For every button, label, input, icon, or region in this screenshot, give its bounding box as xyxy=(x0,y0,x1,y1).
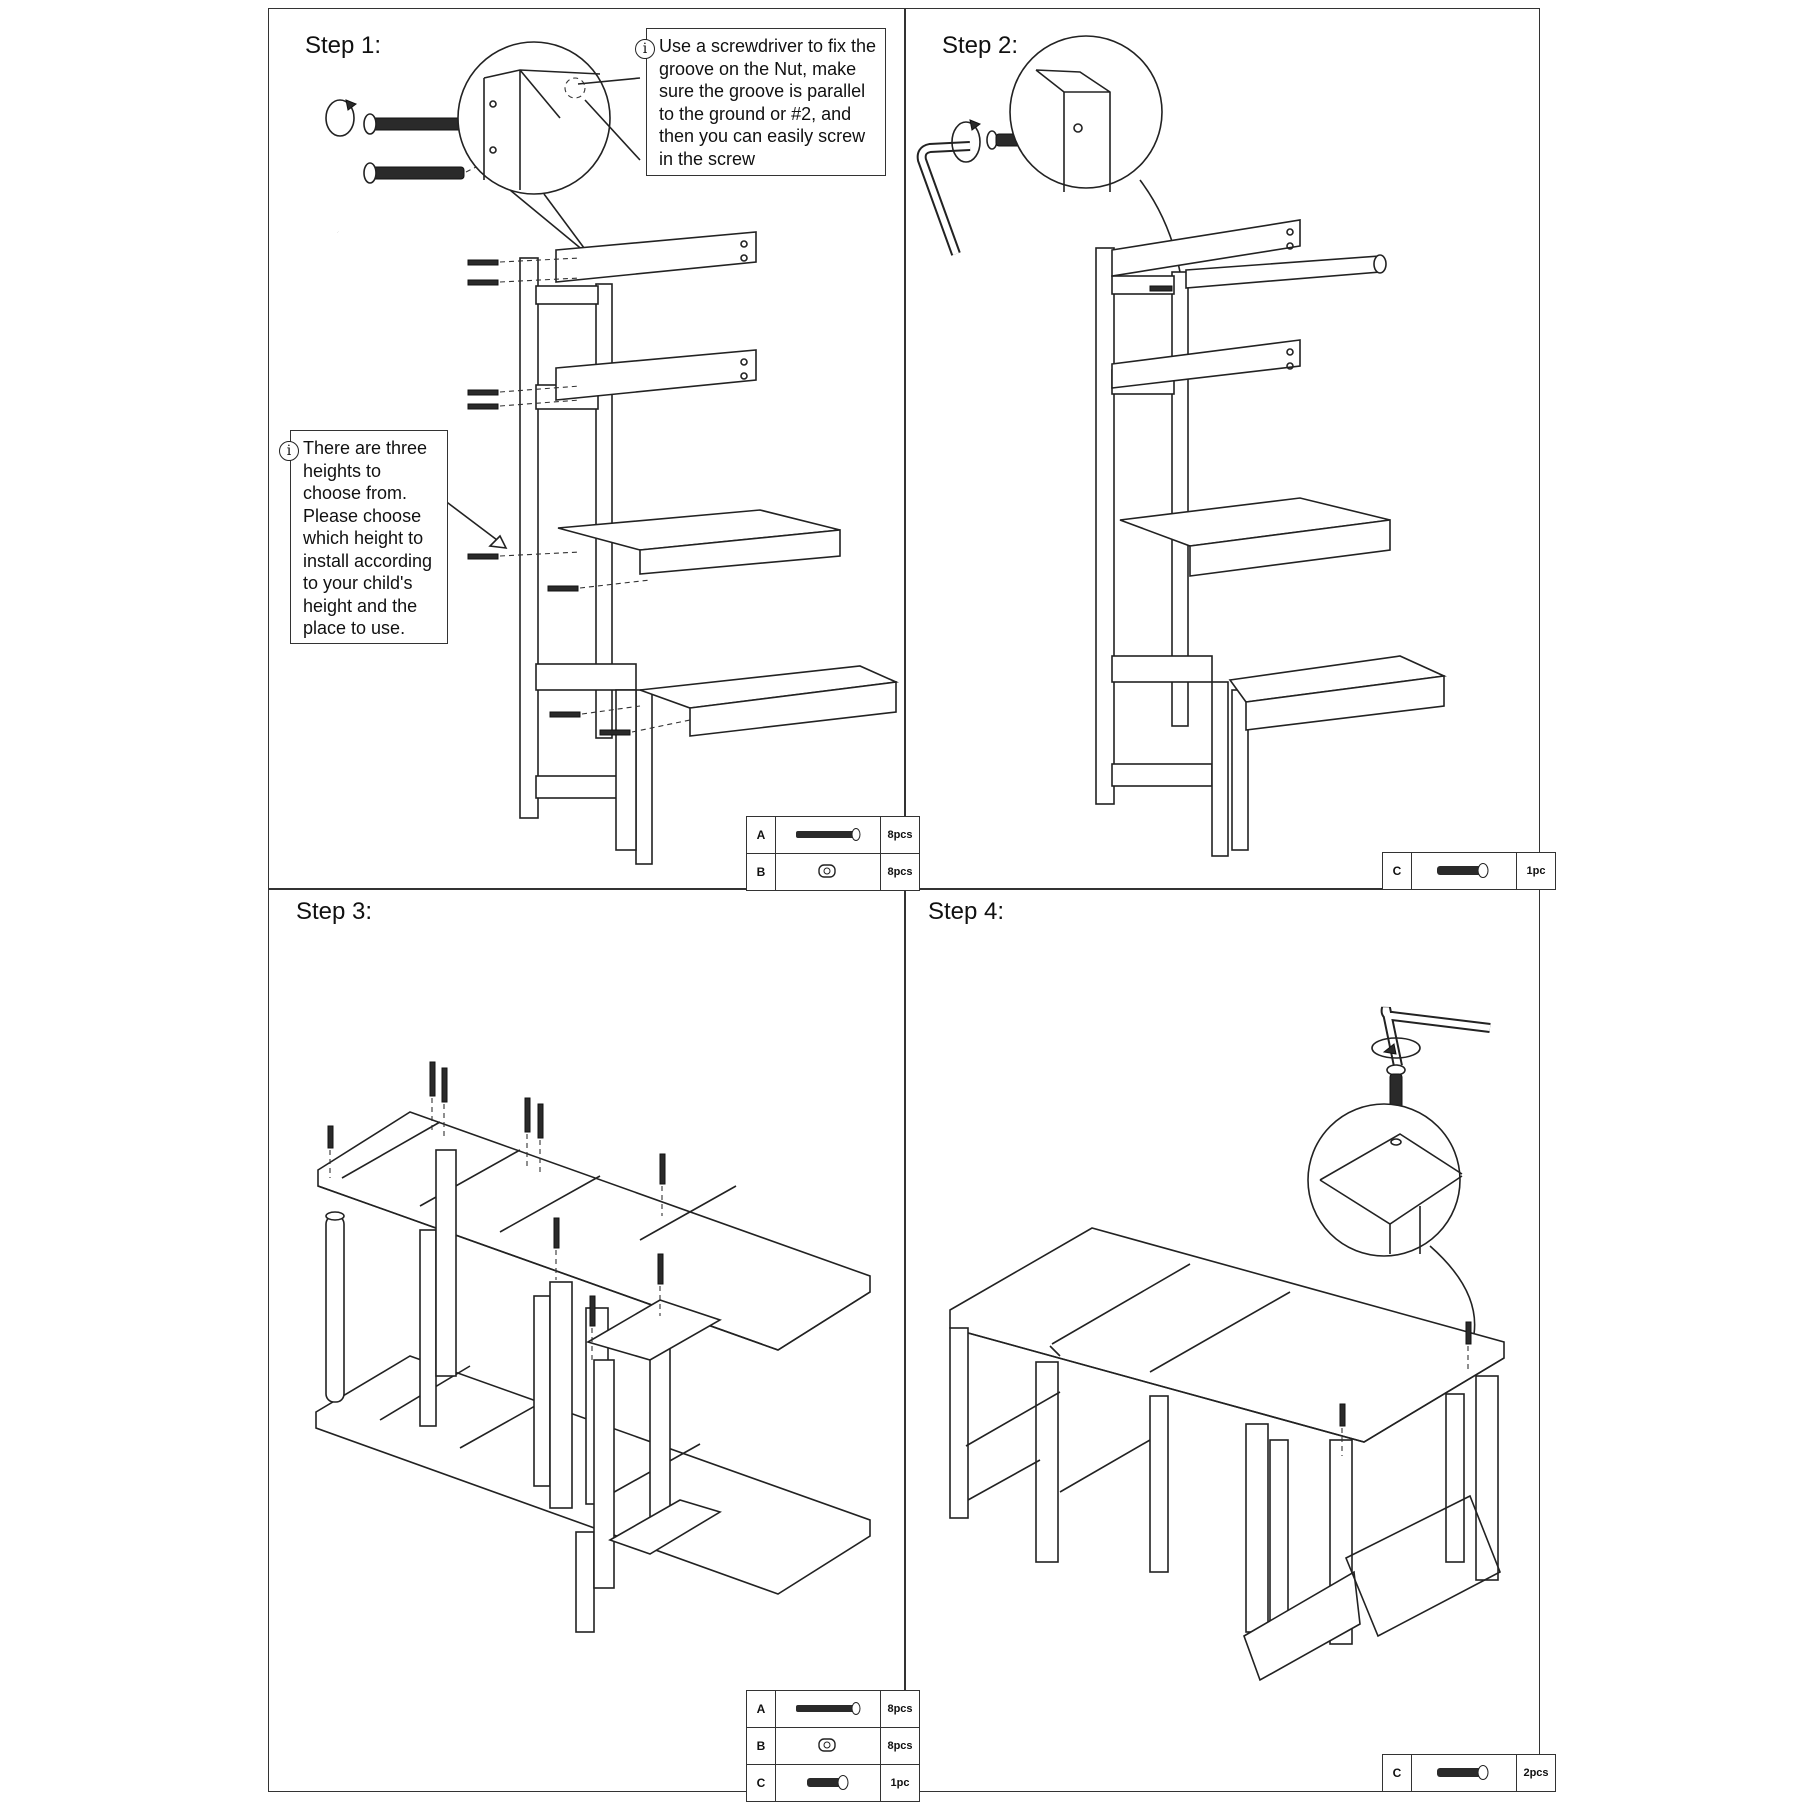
step-2-title: Step 2: xyxy=(942,32,1019,59)
cylinder-leg xyxy=(325,1211,345,1403)
height-choice-note: i There are three heights to choose from… xyxy=(279,430,448,644)
detail-magnifier xyxy=(1009,35,1163,192)
horizontal-rails xyxy=(555,231,899,737)
step-1-parts-table: A 8pcs B 8pcs xyxy=(746,816,920,891)
step-4-parts-table: C 2pcs xyxy=(1382,1754,1556,1792)
part-qty: 1pc xyxy=(880,1764,920,1802)
part-label: B xyxy=(746,1727,776,1765)
allen-key-icon xyxy=(916,119,982,256)
part-label: C xyxy=(1382,852,1412,890)
detail-magnifier xyxy=(457,41,641,195)
upside-down-frame xyxy=(315,1111,871,1633)
info-icon: i xyxy=(635,39,655,59)
part-label: A xyxy=(746,1690,776,1728)
allen-key-icon xyxy=(1371,1006,1491,1068)
bolt-icon xyxy=(775,816,881,854)
screws-group xyxy=(1339,1321,1472,1456)
short-bolt-icon xyxy=(1411,852,1517,890)
detail-magnifier xyxy=(1307,1103,1463,1257)
horizontal-rails xyxy=(1111,219,1447,731)
part-row: A 8pcs xyxy=(746,816,920,854)
bolt-icon xyxy=(775,1690,881,1728)
part-qty: 2pcs xyxy=(1516,1754,1556,1792)
screws-group xyxy=(327,1061,666,1360)
barrel-nut-icon xyxy=(775,853,881,891)
step-4-title: Step 4: xyxy=(928,898,1005,925)
screws-group xyxy=(467,257,691,736)
step-3-parts-table: A 8pcs B 8pcs C 1pc xyxy=(746,1690,920,1802)
allen-key-icon xyxy=(294,99,358,234)
part-row: C 1pc xyxy=(746,1764,920,1802)
side-frame xyxy=(1095,247,1249,857)
part-row: B 8pcs xyxy=(746,853,920,891)
info-icon: i xyxy=(279,441,299,461)
part-qty: 8pcs xyxy=(880,1690,920,1728)
short-bolt-icon xyxy=(1386,1064,1406,1109)
part-row: C 2pcs xyxy=(1382,1754,1556,1792)
short-bolt-icon xyxy=(1411,1754,1517,1792)
part-qty: 8pcs xyxy=(880,853,920,891)
nut-groove-note: i Use a screwdriver to fix the groove on… xyxy=(635,28,886,176)
part-label: C xyxy=(1382,1754,1412,1792)
step-2-parts-table: C 1pc xyxy=(1382,852,1556,890)
short-bolt-icon xyxy=(775,1764,881,1802)
step-3-title: Step 3: xyxy=(296,898,373,925)
part-qty: 1pc xyxy=(1516,852,1556,890)
step-1-title: Step 1: xyxy=(305,32,382,59)
assembled-frame xyxy=(949,1227,1505,1682)
part-row: A 8pcs xyxy=(746,1690,920,1728)
part-row: C 1pc xyxy=(1382,852,1556,890)
part-qty: 8pcs xyxy=(880,816,920,854)
vertical-divider xyxy=(904,8,906,1792)
